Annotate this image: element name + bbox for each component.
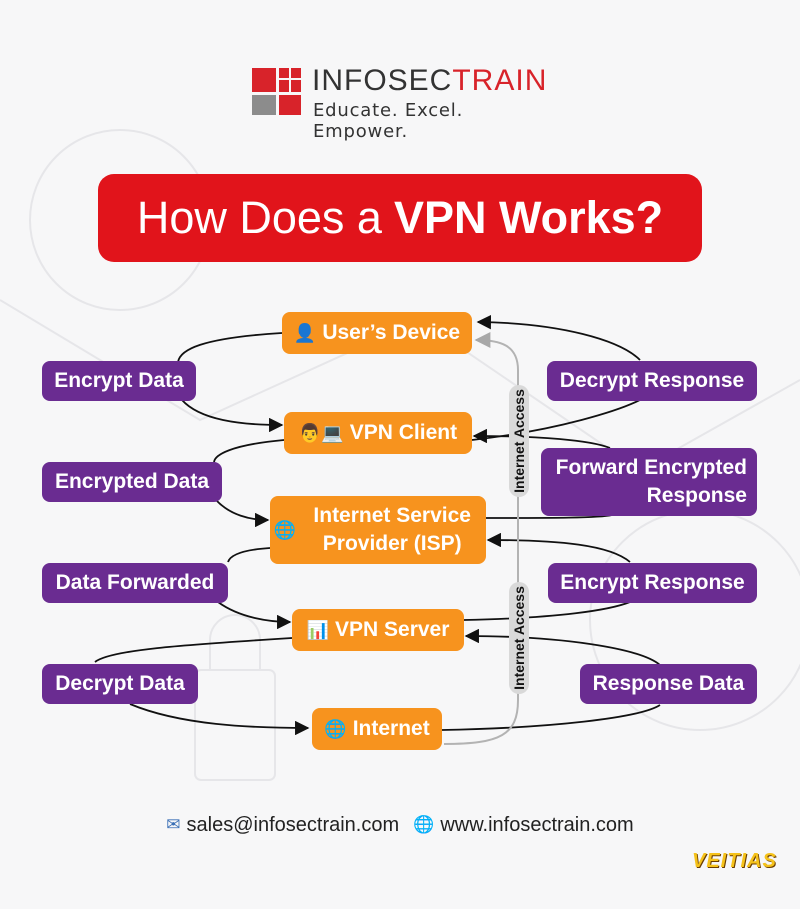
footer-contacts: ✉ sales@infosectrain.com 🌐 www.infosectr… [0, 810, 800, 840]
title-bold: VPN Works? [393, 192, 664, 243]
connector-response-to-server [464, 628, 661, 666]
developer-laptop-icon: 👨💻 [298, 423, 344, 443]
node-vpn-server: 📊 VPN Server [292, 609, 464, 651]
internet-access-pill-bottom: Internet Access [509, 582, 529, 694]
node-vpn-client-label: VPN Client [349, 421, 458, 444]
step-decrypt-response: Decrypt Response [547, 361, 757, 401]
connector-client-to-encrypted [213, 439, 285, 463]
globe-icon: 🌐 [324, 719, 347, 739]
connector-forward-resp-to-client [472, 428, 611, 449]
connector-server-to-decrypt [94, 637, 293, 663]
step-encrypt-response: Encrypt Response [548, 563, 757, 603]
node-internet: 🌐 Internet [312, 708, 442, 750]
connector-isp-to-forwarded [227, 547, 271, 563]
logo-name-dark: INFOSEC [312, 64, 453, 97]
step-decrypt-data: Decrypt Data [42, 664, 198, 704]
globe-icon: 🌐 [413, 815, 435, 834]
step-encrypted-data: Encrypted Data [42, 462, 222, 502]
brand-watermark: VEITIAS [692, 850, 777, 872]
node-vpn-server-label: VPN Server [335, 618, 450, 641]
footer-email-text: sales@infosectrain.com [186, 813, 400, 836]
step-encrypt-data: Encrypt Data [42, 361, 196, 401]
footer-website-text: www.infosectrain.com [440, 813, 634, 836]
connector-encrypt-to-client [181, 399, 284, 433]
node-internet-label: Internet [352, 717, 430, 740]
internet-access-pill-top: Internet Access [509, 385, 529, 497]
footer-email[interactable]: ✉ sales@infosectrain.com [166, 814, 399, 837]
connector-encrypt-resp-to-isp [486, 532, 631, 563]
logo-name-red: TRAIN [452, 64, 548, 97]
globe-icon: 🌐 [273, 520, 297, 540]
connector-device-to-encrypt [177, 332, 283, 363]
connector-decrypt-to-internet [129, 703, 310, 736]
brand-logo: INFOSECTRAIN Educate. Excel. Empower. [252, 64, 552, 142]
connector-decrypt-resp-to-device [476, 314, 641, 361]
footer-website[interactable]: 🌐 www.infosectrain.com [413, 814, 634, 837]
connector-client-to-decrypt-resp [471, 399, 641, 441]
node-user-device-label: User’s Device [322, 321, 461, 344]
internet-access-label-bottom: Internet Access [511, 586, 527, 690]
title-light: How Does a [136, 192, 382, 243]
connector-encrypted-to-isp [215, 499, 270, 528]
node-vpn-client: 👨💻 VPN Client [284, 412, 472, 454]
user-icon: 👤 [293, 323, 317, 343]
internet-access-line [443, 332, 519, 745]
logo-tagline: Educate. Excel. Empower. [313, 100, 464, 142]
logo-mark-icon [252, 68, 301, 115]
step-data-forwarded: Data Forwarded [42, 563, 228, 603]
node-isp-label: Internet Service Provider (ISP) [313, 504, 471, 555]
internet-access-label-top: Internet Access [511, 389, 527, 493]
connector-forwarded-to-server [217, 601, 292, 630]
title-banner: How Does a VPN Works? [98, 174, 702, 262]
node-user-device: 👤 User’s Device [282, 312, 472, 354]
node-isp: 🌐 Internet Service Provider (ISP) [270, 496, 486, 564]
connector-server-to-encrypt-resp [463, 601, 631, 621]
step-forward-encrypted-response: Forward Encrypted Response [541, 448, 757, 516]
bar-chart-icon: 📊 [306, 620, 329, 640]
email-icon: ✉ [166, 815, 181, 834]
logo-wordmark: INFOSECTRAIN [312, 64, 547, 98]
step-response-data: Response Data [580, 664, 757, 704]
connector-internet-to-response [441, 704, 661, 731]
